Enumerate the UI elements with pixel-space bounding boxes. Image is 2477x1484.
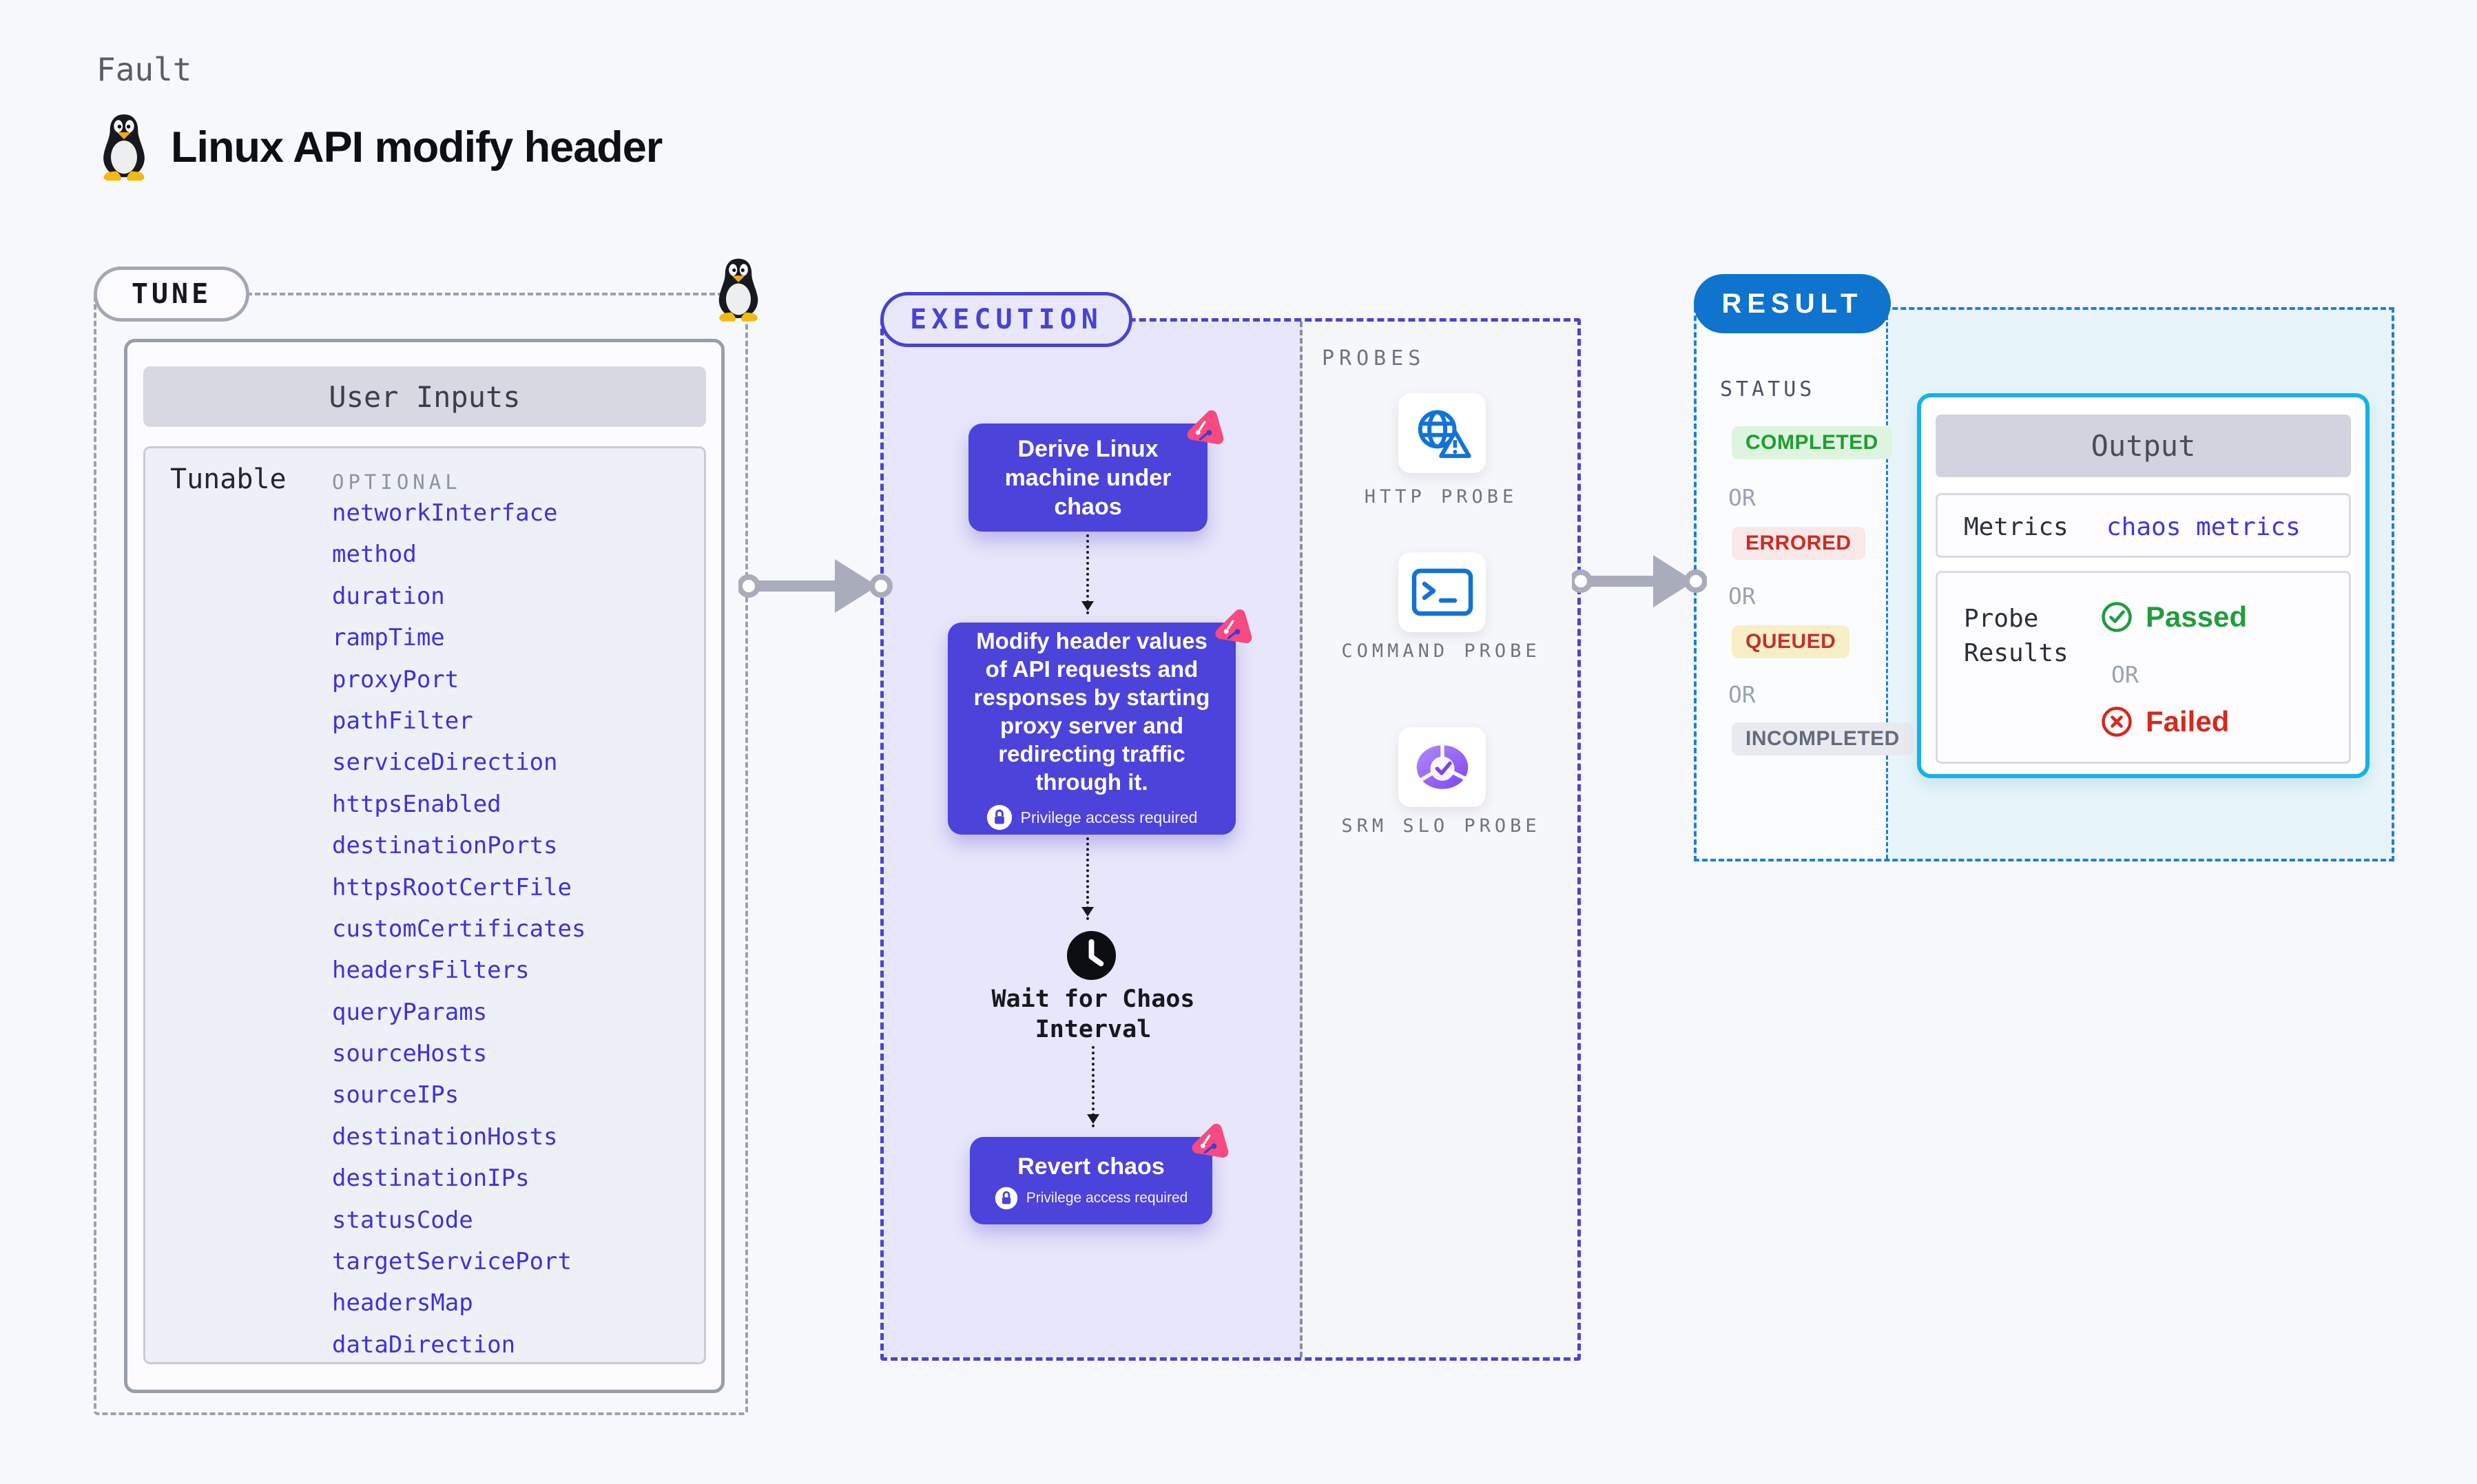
privilege-badge: Privilege access required: [986, 804, 1198, 830]
tunable-param: proxyPort: [332, 665, 459, 693]
or-separator: OR: [2111, 661, 2139, 688]
tunable-param: targetServicePort: [332, 1248, 572, 1276]
tunable-param: destinationIPs: [332, 1164, 530, 1193]
check-circle-icon: [2102, 602, 2132, 632]
probe-results-label: Probe Results: [1964, 605, 2069, 667]
tunable-param: sourceHosts: [332, 1040, 488, 1068]
tux-penguin-icon-small: [718, 258, 758, 322]
tunable-param: customCertificates: [332, 915, 586, 943]
derive-machine-label: Derive Linux machine under chaos: [1004, 435, 1172, 520]
x-circle-icon: [2102, 707, 2132, 737]
execution-section-pill: EXECUTION: [880, 292, 1132, 347]
probe-passed-result: Passed: [2100, 600, 2247, 634]
metrics-row: Metrics chaos metrics: [1936, 493, 2351, 558]
tunable-param: dataDirection: [332, 1330, 516, 1359]
optional-column-label: OPTIONAL: [332, 470, 462, 494]
lock-icon: [986, 804, 1012, 830]
terminal-icon: [1411, 568, 1473, 616]
tunables-panel: Tunable OPTIONAL networkInterface method…: [143, 446, 706, 1364]
page-title: Linux API modify header: [171, 123, 663, 171]
revert-chaos-label: Revert chaos: [1017, 1153, 1165, 1180]
flow-connector-arrow-icon: [1081, 534, 1094, 614]
metrics-value-link: chaos metrics: [2106, 513, 2301, 541]
or-separator: OR: [1728, 681, 1756, 708]
status-badge-incompleted: INCOMPLETED: [1732, 722, 1914, 755]
status-badge-queued: QUEUED: [1732, 625, 1850, 658]
command-probe-label: COMMAND PROBE: [1341, 640, 1541, 662]
status-pane: STATUS COMPLETED OR ERRORED OR QUEUED OR…: [1697, 310, 1914, 859]
or-separator: OR: [1728, 484, 1756, 511]
or-separator: OR: [1728, 583, 1756, 609]
tunable-param: httpsRootCertFile: [332, 873, 572, 901]
tunable-param: queryParams: [332, 998, 488, 1026]
probes-title: PROBES: [1322, 346, 1426, 370]
modify-header-label: Modify header values of API requests and…: [973, 628, 1210, 795]
user-inputs-header: User Inputs: [143, 366, 706, 427]
flow-connector-arrow-icon: [1081, 837, 1094, 920]
http-probe-label: HTTP PROBE: [1364, 486, 1518, 508]
command-probe-card: [1398, 552, 1486, 632]
chaos-experiment-icon: [1215, 609, 1252, 644]
tunable-param: destinationPorts: [332, 832, 558, 860]
globe-alert-icon: [1418, 410, 1471, 459]
clock-icon: [1066, 930, 1117, 981]
tune-section-box: [94, 293, 748, 1415]
chaos-experiment-icon: [1192, 1123, 1229, 1158]
chaos-experiment-icon: [1187, 410, 1224, 445]
tune-section-pill: TUNE: [94, 267, 249, 322]
flow-connector-arrow-icon: [1087, 1046, 1099, 1127]
lock-icon: [995, 1187, 1017, 1209]
output-card-header: Output: [1936, 415, 2351, 477]
fault-kicker: Fault: [96, 51, 192, 88]
privilege-badge: Privilege access required: [995, 1187, 1188, 1210]
tunable-param: destinationHosts: [332, 1122, 558, 1151]
tunable-row-label: Tunable: [170, 463, 287, 495]
privilege-badge-label: Privilege access required: [1020, 808, 1198, 826]
wait-step: [1066, 930, 1117, 981]
execution-flow-pane: Derive Linux machine under chaos Modify …: [884, 322, 1303, 1357]
tux-penguin-icon: [103, 114, 145, 181]
result-section-pill: RESULT: [1694, 274, 1891, 333]
metrics-label: Metrics: [1964, 513, 2069, 541]
tunable-param: pathFilter: [332, 707, 473, 735]
tunable-param: statusCode: [332, 1206, 473, 1234]
passed-label: Passed: [2146, 600, 2248, 633]
tune-to-execution-arrow-icon: [738, 559, 893, 613]
srm-slo-probe-card: [1398, 727, 1486, 807]
execution-section-box: Derive Linux machine under chaos Modify …: [880, 318, 1581, 1361]
tunable-param: method: [332, 541, 417, 569]
tunable-param: headersMap: [332, 1289, 473, 1317]
derive-machine-node: Derive Linux machine under chaos: [968, 410, 1224, 532]
probe-failed-result: Failed: [2100, 705, 2229, 738]
tunable-param: sourceIPs: [332, 1081, 459, 1109]
output-card: Output Metrics chaos metrics Probe Resul…: [1917, 393, 2370, 778]
tunable-param: duration: [332, 582, 445, 610]
tunable-param: rampTime: [332, 624, 445, 652]
user-inputs-card: User Inputs Tunable OPTIONAL networkInte…: [124, 339, 725, 1393]
modify-header-node: Modify header values of API requests and…: [948, 609, 1252, 835]
failed-label: Failed: [2146, 705, 2230, 738]
http-probe-card: [1398, 393, 1486, 473]
probe-results-row: Probe Results Passed OR Failed: [1936, 571, 2351, 764]
tunable-params-list: networkInterface method duration rampTim…: [332, 492, 585, 1366]
tunable-param: serviceDirection: [332, 749, 558, 777]
srm-slo-probe-label: SRM SLO PROBE: [1341, 815, 1541, 837]
tunable-param: httpsEnabled: [332, 790, 501, 818]
slo-donut-icon: [1416, 742, 1468, 789]
tunable-param: headersFilters: [332, 957, 530, 985]
probes-to-result-arrow-icon: [1572, 555, 1707, 607]
privilege-badge-label: Privilege access required: [1026, 1189, 1188, 1206]
status-badge-completed: COMPLETED: [1732, 426, 1892, 459]
status-badge-errored: ERRORED: [1732, 527, 1865, 560]
revert-chaos-node: Revert chaos Privilege access required: [970, 1123, 1229, 1224]
probes-pane: PROBES HTTP PROBE: [1303, 322, 1577, 1357]
status-title: STATUS: [1720, 377, 1816, 401]
tunable-param: networkInterface: [332, 499, 558, 527]
wait-step-label: Wait for Chaos Interval: [991, 985, 1195, 1043]
